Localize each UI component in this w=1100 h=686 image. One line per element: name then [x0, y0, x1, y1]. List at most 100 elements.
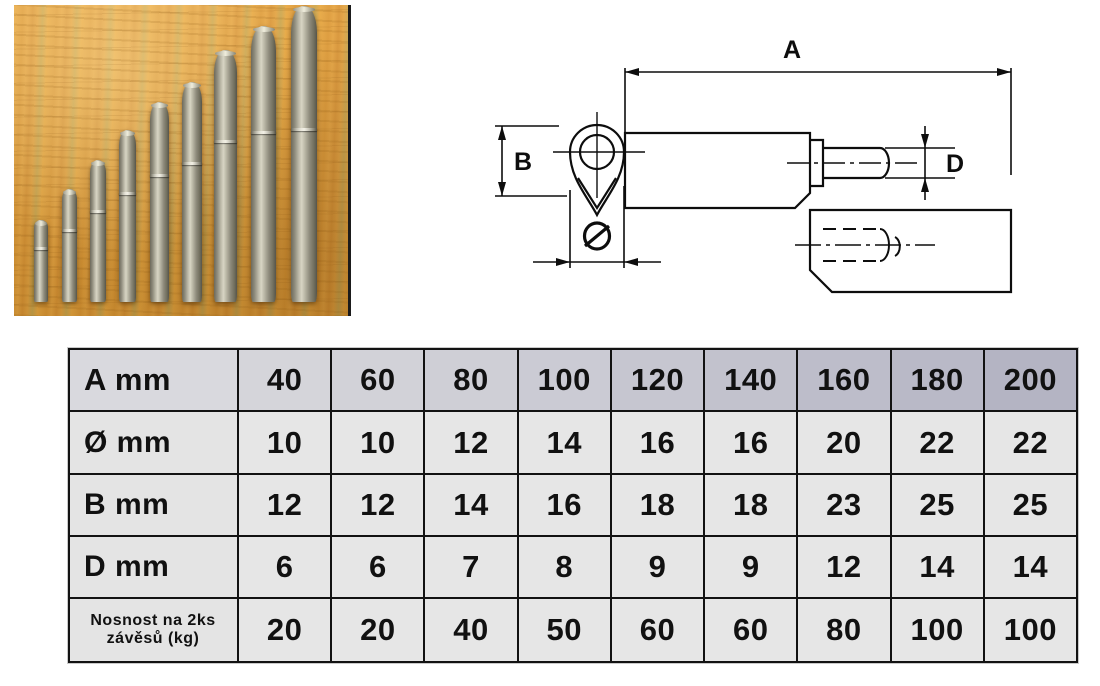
cell-diameter-8: 22	[889, 410, 985, 475]
hinge-item	[34, 220, 48, 302]
table-row-b: B mm 12 12 14 16 18 18 23 25 25	[68, 472, 1079, 538]
cell-load-8: 100	[889, 597, 985, 663]
cell-b-9: 25	[982, 472, 1079, 538]
cell-diameter-7: 20	[796, 410, 892, 475]
spec-table-container: A mm 40 60 80 100 120 140 160 180 200 Ø …	[68, 347, 1079, 663]
cell-d-6: 9	[703, 535, 799, 600]
dimension-label-a: A	[783, 36, 801, 64]
cell-a-7: 160	[796, 347, 892, 413]
hinge-seam	[150, 174, 169, 177]
cell-diameter-5: 16	[609, 410, 706, 475]
table-row-load-capacity: Nosnost na 2ks závěsů (kg) 20 20 40 50 6…	[68, 597, 1079, 663]
hinge-technical-drawing: A B	[455, 30, 1055, 320]
cell-b-2: 12	[330, 472, 426, 538]
cell-load-6: 60	[703, 597, 799, 663]
cell-b-8: 25	[889, 472, 985, 538]
dimension-label-b: B	[514, 148, 532, 176]
cell-b-1: 12	[236, 472, 333, 538]
row-label-load-capacity-line2: závěsů (kg)	[106, 630, 200, 648]
cell-load-9: 100	[982, 597, 1079, 663]
row-label-load-capacity: Nosnost na 2ks závěsů (kg)	[68, 597, 239, 663]
cell-load-5: 60	[609, 597, 706, 663]
cell-a-4: 100	[516, 347, 612, 413]
hinge-item	[90, 160, 106, 302]
hinge-plan-view-outline	[808, 208, 1013, 294]
arrow-head-diameter-right	[624, 258, 638, 266]
cell-diameter-6: 16	[703, 410, 799, 475]
arrow-head-diameter-left	[556, 258, 570, 266]
cell-load-7: 80	[796, 597, 892, 663]
table-row-a: A mm 40 60 80 100 120 140 160 180 200	[68, 347, 1079, 413]
cell-load-3: 40	[423, 597, 519, 663]
cell-b-5: 18	[609, 472, 706, 538]
hinge-seam	[90, 210, 106, 213]
hinge-specification-table: A mm 40 60 80 100 120 140 160 180 200 Ø …	[68, 347, 1079, 663]
cell-b-3: 14	[423, 472, 519, 538]
cell-a-5: 120	[609, 347, 706, 413]
row-label-a: A mm	[68, 347, 239, 413]
dimension-label-d: D	[946, 150, 964, 178]
cell-d-4: 8	[516, 535, 612, 600]
cell-a-3: 80	[423, 347, 519, 413]
hinge-cap	[34, 221, 48, 226]
arrow-head-b-top	[498, 126, 506, 140]
hinge-seam	[62, 229, 77, 232]
hinge-seam	[291, 128, 317, 131]
arrow-head-a-right	[997, 68, 1011, 76]
dimension-a	[624, 68, 1012, 175]
hinge-cap	[62, 190, 77, 195]
row-label-b: B mm	[68, 472, 239, 538]
hinge-item	[182, 82, 202, 302]
cell-a-9: 200	[982, 347, 1079, 413]
cell-d-8: 14	[889, 535, 985, 600]
cell-d-9: 14	[982, 535, 1079, 600]
hinge-item	[150, 102, 169, 302]
hinge-cap	[215, 51, 236, 56]
cell-b-6: 18	[703, 472, 799, 538]
arrow-head-d-bottom	[921, 178, 929, 192]
arrow-head-a-left	[625, 68, 639, 76]
hinge-item	[62, 189, 77, 302]
hinge-item	[214, 50, 237, 302]
cell-a-8: 180	[889, 347, 985, 413]
hinge-cap	[292, 7, 316, 12]
hinge-seam	[34, 247, 48, 250]
hinge-seam	[251, 131, 276, 134]
hinge-item	[251, 26, 276, 302]
arrow-head-b-bottom	[498, 182, 506, 196]
hinge-cap	[252, 27, 275, 32]
hinge-cap	[183, 83, 201, 88]
cell-d-1: 6	[236, 535, 333, 600]
row-label-diameter: Ø mm	[68, 410, 239, 475]
cell-d-7: 12	[796, 535, 892, 600]
centerlines-cross-section	[553, 112, 645, 198]
cell-b-7: 23	[796, 472, 892, 538]
cell-a-2: 60	[330, 347, 426, 413]
cell-d-5: 9	[609, 535, 706, 600]
hinge-seam	[119, 192, 136, 195]
dimension-diameter	[533, 186, 661, 268]
hinge-item	[291, 6, 317, 302]
cell-a-6: 140	[703, 347, 799, 413]
table-row-d: D mm 6 6 7 8 9 9 12 14 14	[68, 535, 1079, 600]
cell-diameter-3: 12	[423, 410, 519, 475]
hinge-body-outline	[623, 131, 812, 210]
hinge-item	[119, 130, 136, 302]
cell-a-1: 40	[236, 347, 333, 413]
cell-load-1: 20	[236, 597, 333, 663]
cell-diameter-9: 22	[982, 410, 1079, 475]
hinge-cross-section-v	[577, 177, 617, 211]
hinge-seam	[182, 162, 202, 165]
diameter-symbol-icon	[582, 221, 612, 251]
cell-b-4: 16	[516, 472, 612, 538]
row-label-d: D mm	[68, 535, 239, 600]
cell-diameter-1: 10	[236, 410, 333, 475]
product-photo	[14, 5, 351, 316]
cell-d-3: 7	[423, 535, 519, 600]
hinge-seam	[214, 140, 237, 143]
cell-load-2: 20	[330, 597, 426, 663]
table-row-diameter: Ø mm 10 10 12 14 16 16 20 22 22	[68, 410, 1079, 475]
cell-d-2: 6	[330, 535, 426, 600]
cell-diameter-2: 10	[330, 410, 426, 475]
cell-load-4: 50	[516, 597, 612, 663]
